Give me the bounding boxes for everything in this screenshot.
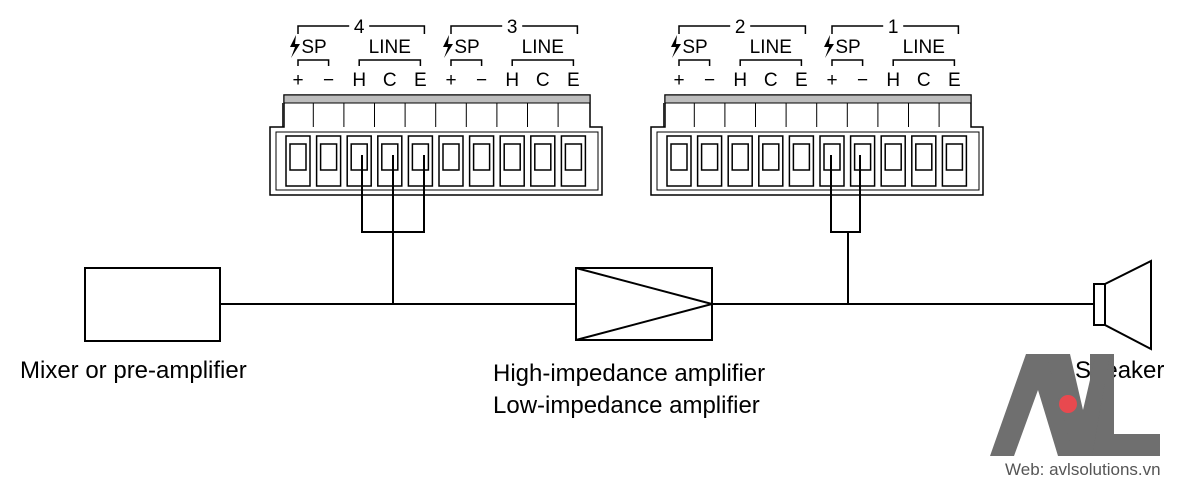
logo-letter-a [990,354,1083,456]
pin-label: + [445,70,456,91]
pin-label: + [292,70,303,91]
screw-terminal-slot [915,143,933,171]
pin-label: H [886,70,900,91]
screw-terminal-slot [411,143,430,171]
lightning-icon [443,35,453,58]
line-label: LINE [750,37,792,58]
pin-label: − [323,70,334,91]
amp-high-caption: High-impedance amplifier [493,360,765,387]
block-inner-frame [275,131,599,191]
screw-terminal-slot [289,143,307,171]
sp-label: SP [682,37,707,58]
pin-label: H [505,70,519,91]
channel-number: 2 [735,17,746,38]
screw-terminal-slot [350,143,368,171]
line-bracket [358,59,422,66]
line-bracket [511,59,575,66]
sp-bracket [450,59,483,66]
pin-label: E [795,70,808,91]
mixer-caption: Mixer or pre-amplifier [20,357,247,384]
sp-bracket [678,59,711,66]
pin-label: C [536,70,550,91]
screw-terminal-slot [853,143,872,171]
jumper-sp-channel-1 [830,155,861,233]
wiring [220,155,1094,305]
line-label: LINE [522,37,564,58]
channel-bracket-left [678,25,731,34]
sp-bracket [831,59,864,66]
sp-label: SP [301,37,326,58]
pin-label: C [383,70,397,91]
pin-label: − [857,70,868,91]
mixer-box [84,267,221,342]
screw-terminal-slot [792,143,811,171]
sp-bracket [297,59,330,66]
channel-bracket-left [831,25,884,34]
screw-terminal-slot [381,143,399,171]
speaker-cone [1104,259,1152,351]
screw-terminal-slot [731,143,749,171]
speaker-icon [1093,259,1152,351]
screw-terminal-slot [670,143,688,171]
line-label: LINE [369,37,411,58]
logo-dot [1059,395,1077,413]
channel-bracket-right [522,25,579,34]
line-bracket [892,59,956,66]
channel-bracket-right [903,25,960,34]
screw-terminal-slot [564,143,583,171]
block-inner-frame [656,131,980,191]
logo-letter-v [1046,354,1110,456]
channel-bracket-left [450,25,503,34]
channel-number: 4 [354,17,365,38]
screw-terminal-slot [472,143,491,171]
screw-terminal-slot [945,143,964,171]
block-top-rail [283,94,591,104]
speaker-body [1093,283,1106,326]
sp-label: SP [835,37,860,58]
channel-bracket-right [369,25,426,34]
line-label: LINE [903,37,945,58]
speaker-caption: Speaker [1075,357,1164,384]
screw-terminal-slot [700,143,719,171]
screw-terminal-slot [319,143,338,171]
pin-label: H [352,70,366,91]
screw-terminal-slot [442,143,460,171]
pin-label: E [948,70,961,91]
amplifier-triangle [575,267,716,341]
block-top-rail [664,94,972,104]
amplifier [575,267,716,341]
channel-number: 1 [888,17,899,38]
website-text: Web: avlsolutions.vn [1005,460,1161,479]
avl-logo [990,354,1160,456]
line-bracket [739,59,803,66]
logo-letter-l-foot [1090,434,1160,456]
amplifier-box [575,267,713,341]
lightning-icon [824,35,834,58]
screw-terminal-slot [503,143,521,171]
channel-number: 3 [507,17,518,38]
pin-label: C [764,70,778,91]
pin-label: + [673,70,684,91]
amp-low-caption: Low-impedance amplifier [493,392,760,419]
sp-label: SP [454,37,479,58]
channel-bracket-right [750,25,807,34]
pin-label: − [476,70,487,91]
pin-label: + [826,70,837,91]
channel-bracket-left [297,25,350,34]
lightning-icon [671,35,681,58]
screw-terminal-slot [884,143,902,171]
pin-label: E [414,70,427,91]
pin-label: H [733,70,747,91]
pin-label: E [567,70,580,91]
pin-label: C [917,70,931,91]
screw-terminal-slot [762,143,780,171]
lightning-icon [290,35,300,58]
pin-label: − [704,70,715,91]
screw-terminal-slot [534,143,552,171]
